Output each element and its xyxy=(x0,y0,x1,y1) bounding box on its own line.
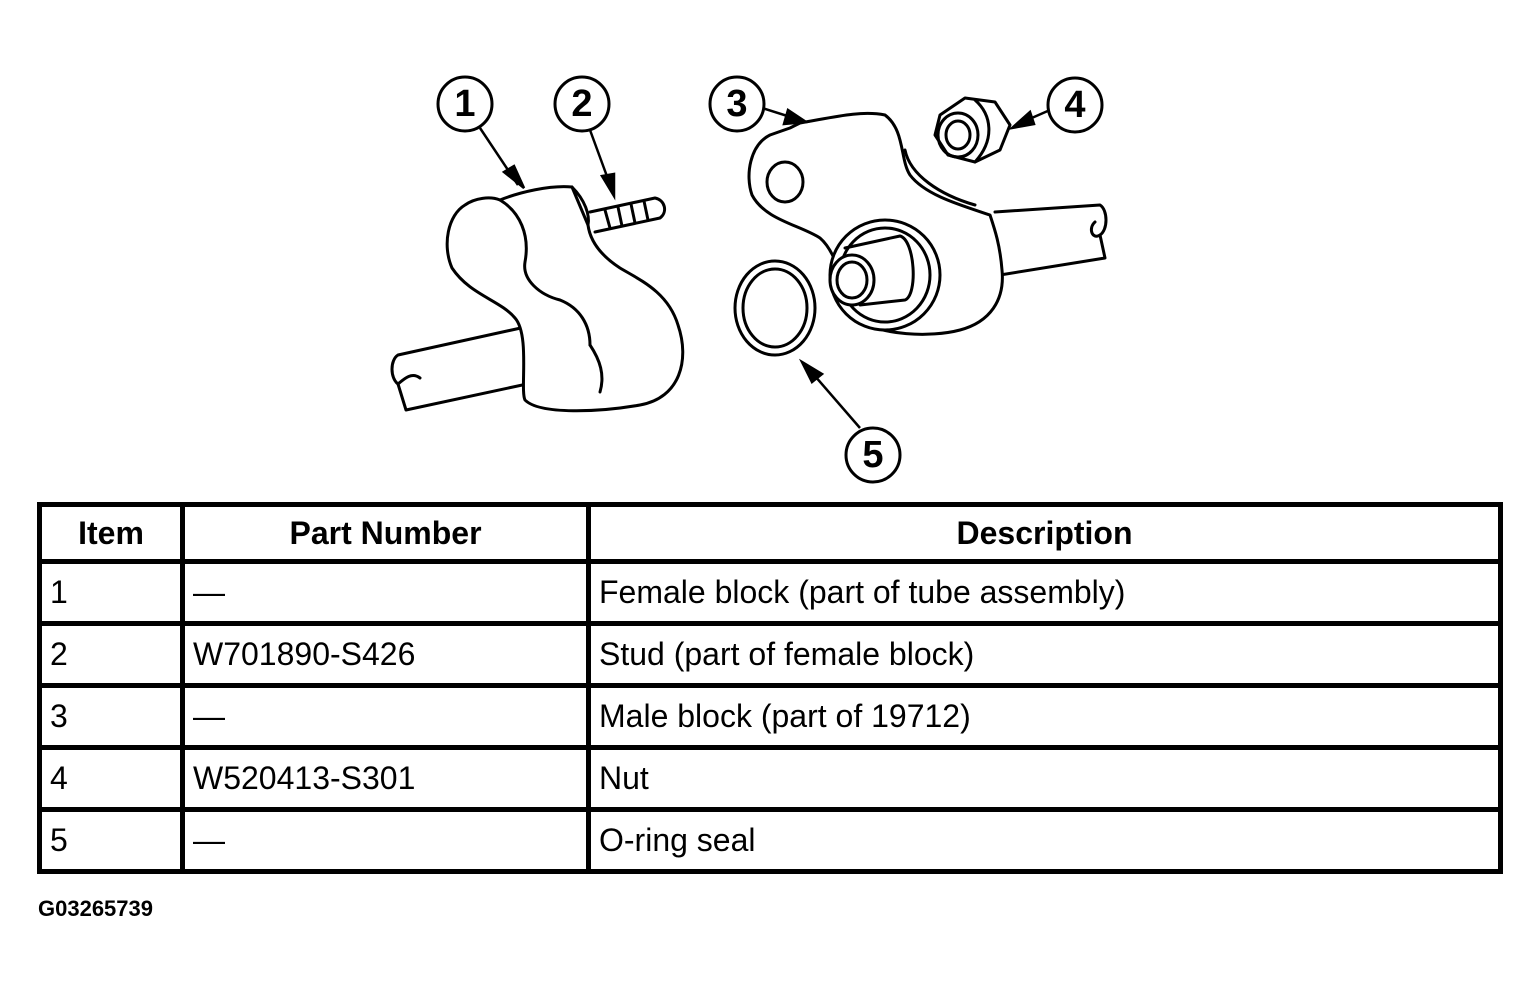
callout-2-label: 2 xyxy=(571,83,592,125)
parts-table: Item Part Number Description 1 — Female … xyxy=(37,502,1503,874)
callout-2-circle xyxy=(553,75,611,133)
header-description: Description xyxy=(586,502,1503,564)
table-row: 3 — Male block (part of 19712) xyxy=(37,683,1503,750)
exploded-parts-illustration: 1 2 3 4 5 xyxy=(390,75,1108,484)
figure-id: G03265739 xyxy=(38,896,153,921)
header-part-number: Part Number xyxy=(180,502,591,564)
callout-4-circle xyxy=(1046,76,1104,134)
cell-part-number: — xyxy=(180,807,591,874)
cell-part-number: — xyxy=(180,683,591,750)
table-row: 2 W701890-S426 Stud (part of female bloc… xyxy=(37,621,1503,688)
cell-item: 2 xyxy=(37,621,185,688)
cell-part-number: W701890-S426 xyxy=(180,621,591,688)
cell-description: Stud (part of female block) xyxy=(586,621,1503,688)
callout-2-arrowhead xyxy=(599,172,616,201)
female-block-drawing xyxy=(390,185,685,413)
callout-3-arrowhead xyxy=(782,108,810,126)
callout-5-arrowhead xyxy=(798,358,825,384)
cell-item: 3 xyxy=(37,683,185,750)
table-header-row: Item Part Number Description xyxy=(37,502,1503,564)
table-row: 4 W520413-S301 Nut xyxy=(37,745,1503,812)
cell-part-number: — xyxy=(180,559,591,626)
male-block-drawing xyxy=(747,111,1108,336)
callout-5-circle xyxy=(844,426,902,484)
cell-item: 5 xyxy=(37,807,185,874)
callout-1-arrowhead xyxy=(501,164,526,189)
cell-description: O-ring seal xyxy=(586,807,1503,874)
callout-1-circle xyxy=(436,75,494,133)
cell-description: Male block (part of 19712) xyxy=(586,683,1503,750)
o-ring-drawing xyxy=(733,259,817,357)
header-item: Item xyxy=(37,502,185,564)
nut-drawing xyxy=(933,96,1012,164)
cell-item: 4 xyxy=(37,745,185,812)
callout-3-label: 3 xyxy=(726,83,747,125)
cell-description: Nut xyxy=(586,745,1503,812)
cell-item: 1 xyxy=(37,559,185,626)
callout-4-label: 4 xyxy=(1064,84,1085,126)
callout-5-label: 5 xyxy=(862,434,883,476)
cell-part-number: W520413-S301 xyxy=(180,745,591,812)
callout-3-circle xyxy=(708,75,766,133)
table-row: 5 — O-ring seal xyxy=(37,807,1503,874)
callout-1-label: 1 xyxy=(454,83,475,125)
cell-description: Female block (part of tube assembly) xyxy=(586,559,1503,626)
callout-4-arrowhead xyxy=(1007,109,1036,131)
table-row: 1 — Female block (part of tube assembly) xyxy=(37,559,1503,626)
